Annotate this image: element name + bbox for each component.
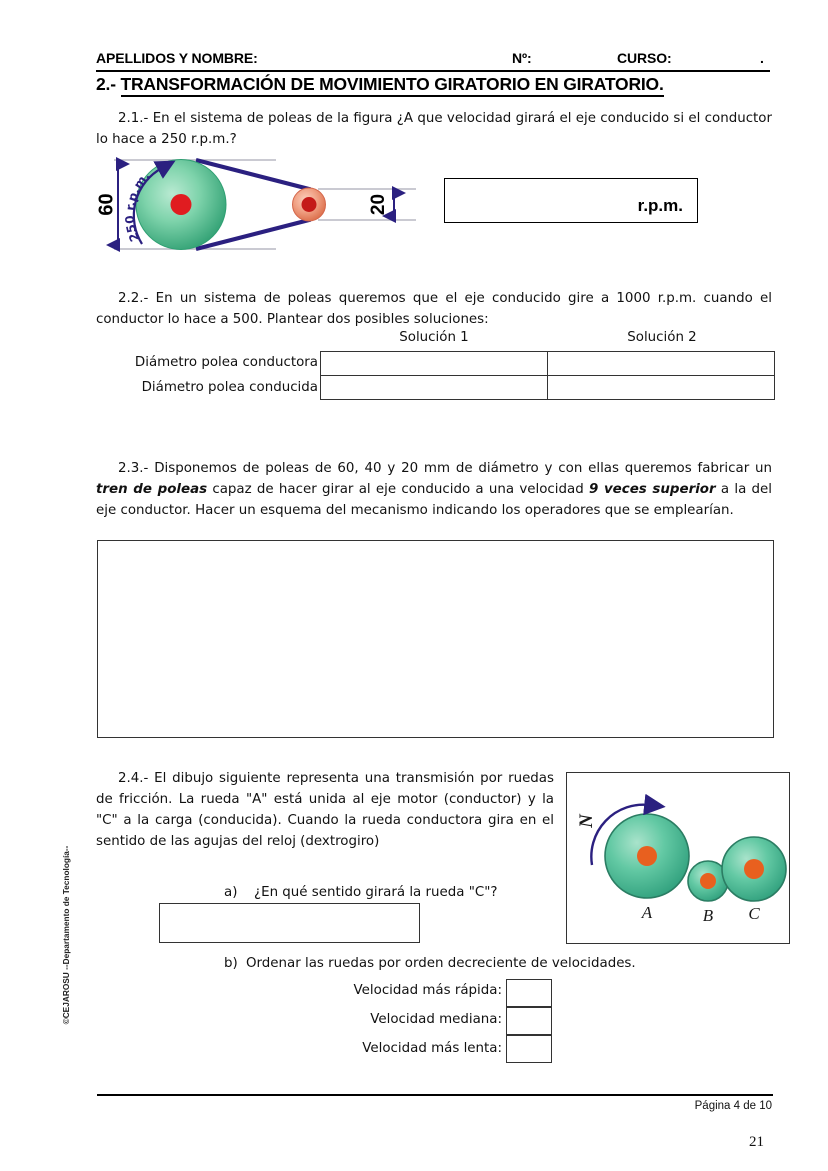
section-title-text: TRANSFORMACIÓN DE MOVIMIENTO GIRATORIO E… [120,74,664,97]
table-row [320,375,775,400]
exercise-2-3-emph-9-veces-superior: 9 veces superior [588,482,716,497]
footer-page-label: Página 4 de 10 [694,1100,772,1112]
answer-box-speed-medium[interactable] [506,1007,552,1035]
wheel-label-b: B [703,906,714,925]
exercise-2-3-part3: a la del eje conductor. Hacer un esquema… [96,482,772,518]
speed-label-slowest: Velocidad más lenta: [362,1041,502,1056]
pulley-transmission-figure: 60 20 250 r.p.m. [95,152,416,256]
answer-box-2-1[interactable]: r.p.m. [444,178,698,223]
numero-label: Nº: [512,50,532,66]
exercise-2-4-body: 2.4.- El dibujo siguiente representa una… [96,771,554,849]
exercise-2-3-emph-tren-de-poleas: tren de poleas [96,482,208,497]
wheel-label-c: C [748,904,760,923]
apellidos-label: APELLIDOS Y NOMBRE: [96,50,258,66]
header-underline [96,70,770,72]
exercise-2-3-part2: capaz de hacer girar al eje conducido a … [207,482,589,497]
question-a-text: ¿En qué sentido girará la rueda "C"? [254,885,498,900]
curso-label: CURSO: [617,50,672,66]
speed-label-medium: Velocidad mediana: [370,1012,502,1027]
exercise-2-1-text: 2.1.- En el sistema de poleas de la figu… [96,108,772,150]
answer-box-2-3[interactable] [97,540,774,738]
question-b-text: Ordenar las ruedas por orden decreciente… [246,956,636,971]
row-label-polea-conductora: Diámetro polea conductora [134,355,318,370]
question-2-4-b: b) Ordenar las ruedas por orden decrecien… [224,956,636,971]
rotation-direction-label: N [576,813,597,829]
exercise-2-3-part1: 2.3.- Disponemos de poleas de 60, 40 y 2… [118,461,772,476]
question-a-marker: a) [224,885,238,900]
question-b-marker: b) [224,956,238,971]
answer-box-speed-slowest[interactable] [506,1035,552,1063]
header-trailing-dot: . [760,50,764,66]
table-header-solucion-2: Solución 2 [627,330,697,345]
solutions-table [320,351,775,400]
footer-page-number: 21 [749,1134,764,1150]
exercise-2-3-text: 2.3.- Disponemos de poleas de 60, 40 y 2… [96,458,772,521]
cell-conducida-sol1[interactable] [320,375,548,400]
page-title: 2.- TRANSFORMACIÓN DE MOVIMIENTO GIRATOR… [96,74,664,97]
exercise-2-2-text: 2.2.- En un sistema de poleas queremos q… [96,288,772,330]
rpm-unit-label: r.p.m. [637,196,683,215]
friction-wheels-svg: N A B C [576,793,787,925]
driven-diameter-label: 20 [368,194,389,215]
exercise-2-2-body: 2.2.- En un sistema de poleas queremos q… [96,291,772,327]
exercise-2-1-body: 2.1.- En el sistema de poleas de la figu… [96,111,772,147]
answer-box-2-4-a[interactable] [159,903,420,943]
answer-box-speed-fastest[interactable] [506,979,552,1007]
cell-conductora-sol2[interactable] [547,351,775,376]
footer-divider [97,1094,773,1096]
section-number: 2.- [96,74,121,94]
table-row [320,351,775,376]
pulley-figure-svg: 60 20 250 r.p.m. [95,157,416,252]
cell-conductora-sol1[interactable] [320,351,548,376]
student-header-row: APELLIDOS Y NOMBRE: Nº: CURSO: . [96,48,768,70]
friction-wheels-figure: N A B C [566,772,790,944]
wheel-label-a: A [641,903,653,922]
driver-diameter-label: 60 [96,193,117,215]
table-header-solucion-1: Solución 1 [399,330,469,345]
speed-label-fastest: Velocidad más rápida: [353,983,502,998]
row-label-polea-conducida: Diámetro polea conducida [141,380,318,395]
question-2-4-a: a) ¿En qué sentido girará la rueda "C"? [224,885,497,900]
sidebar-credit: ©CEJAROSU --Departamento de Tecnología-- [61,845,71,1025]
cell-conducida-sol2[interactable] [547,375,775,400]
exercise-2-4-text: 2.4.- El dibujo siguiente representa una… [96,768,554,852]
